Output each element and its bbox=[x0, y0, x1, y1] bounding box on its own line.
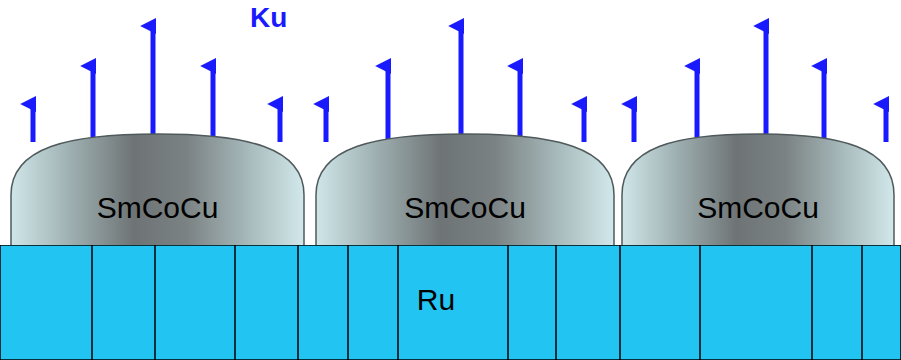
grain-boundary bbox=[555, 245, 557, 360]
anisotropy-label: Ku bbox=[250, 4, 287, 32]
alloy-grain: SmCoCu bbox=[621, 133, 895, 247]
alloy-grain: SmCoCu bbox=[10, 133, 305, 247]
grain-boundary bbox=[154, 245, 156, 360]
seed-layer: Ru bbox=[0, 245, 901, 360]
alloy-grain: SmCoCu bbox=[315, 133, 615, 247]
grain-boundary bbox=[397, 245, 399, 360]
grain-label: SmCoCu bbox=[97, 193, 219, 223]
grain-boundary bbox=[619, 245, 621, 360]
ku-arrow bbox=[33, 26, 886, 142]
grain-boundary bbox=[234, 245, 236, 360]
layer-label: Ru bbox=[417, 285, 455, 315]
grain-boundary bbox=[91, 245, 93, 360]
dome-shape bbox=[315, 133, 615, 247]
grain-boundary bbox=[861, 245, 863, 360]
grain-boundary bbox=[347, 245, 349, 360]
dome-shape bbox=[10, 133, 305, 247]
grain-boundary bbox=[811, 245, 813, 360]
grain-label: SmCoCu bbox=[697, 193, 819, 223]
grain-boundary bbox=[507, 245, 509, 360]
dome-shape bbox=[621, 133, 895, 247]
grain-boundary bbox=[297, 245, 299, 360]
grain-boundary bbox=[699, 245, 701, 360]
grain-label: SmCoCu bbox=[404, 193, 526, 223]
